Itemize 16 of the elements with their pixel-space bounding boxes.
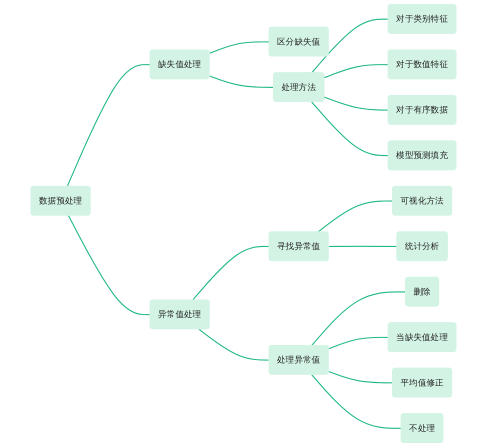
connector	[328, 246, 397, 248]
connector	[311, 291, 406, 346]
connector	[328, 371, 393, 384]
connector	[324, 96, 388, 111]
connector	[324, 64, 388, 78]
connector	[68, 215, 150, 316]
connector	[311, 102, 388, 156]
connector	[328, 336, 388, 350]
connector	[311, 374, 402, 429]
connector	[192, 246, 270, 300]
connector	[198, 328, 270, 361]
connector	[318, 200, 393, 232]
connector	[66, 64, 150, 187]
connector	[209, 41, 270, 54]
connector	[311, 18, 388, 74]
connector	[209, 76, 274, 88]
